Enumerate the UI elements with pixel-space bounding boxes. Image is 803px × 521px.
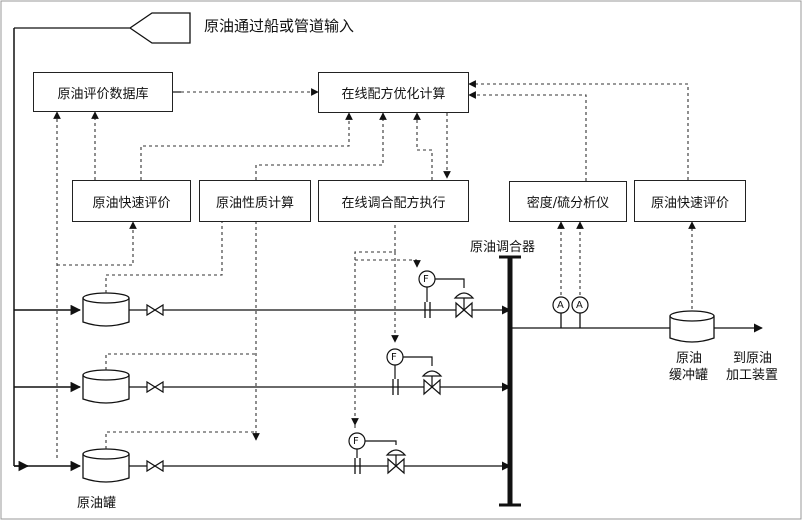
flow-meter-3: [348, 432, 366, 450]
tank-2: [82, 369, 130, 404]
hand-valves: [146, 303, 164, 473]
flow-meter-2-letter: F: [391, 352, 397, 363]
blender-bar: [499, 255, 521, 507]
fast-eval-right-box: 原油快速评价: [634, 180, 746, 222]
crude-database-box: 原油评价数据库: [33, 72, 173, 112]
orifice-plates: [354, 302, 431, 474]
tank-label: 原油罐: [77, 496, 117, 511]
title-flag-shape: [14, 12, 191, 44]
output-label-2: 加工装置: [726, 368, 779, 383]
blender-label: 原油调合器: [470, 240, 536, 255]
flow-meter-1: [418, 270, 436, 288]
property-calc-box: 原油性质计算: [199, 180, 311, 222]
flow-controller-links: [356, 278, 465, 458]
analyzer-1-letter: A: [557, 300, 564, 311]
analyzer-2-letter: A: [576, 300, 583, 311]
buffer-tank-label-2: 缓冲罐: [669, 368, 709, 383]
buffer-tank: [669, 310, 715, 343]
tank-1: [82, 292, 130, 327]
output-label-1: 到原油: [733, 351, 773, 366]
analyzer-2: [571, 296, 589, 314]
analyzer-1: [552, 296, 570, 314]
control-valves: [385, 292, 475, 475]
flow-meter-circles: [348, 270, 436, 450]
flow-meter-2: [386, 348, 404, 366]
feed-pipes: [129, 305, 511, 471]
flow-meter-3-letter: F: [353, 436, 359, 447]
analyzer-circles: [552, 296, 589, 314]
buffer-tank-label-1: 原油: [676, 351, 703, 366]
tank-3: [82, 448, 130, 483]
diagram-title: 原油通过船或管道输入: [204, 17, 355, 35]
outlet-pipe: [512, 313, 763, 333]
signal-lines: [53, 80, 696, 458]
analyzer-box: 密度/硫分析仪: [509, 181, 627, 222]
recipe-exec-box: 在线调合配方执行: [318, 180, 469, 222]
flow-meter-1-letter: F: [423, 274, 429, 285]
inlet-pipe: [13, 28, 82, 472]
fast-eval-left-box: 原油快速评价: [72, 180, 191, 222]
online-optimizer-box: 在线配方优化计算: [318, 72, 469, 113]
